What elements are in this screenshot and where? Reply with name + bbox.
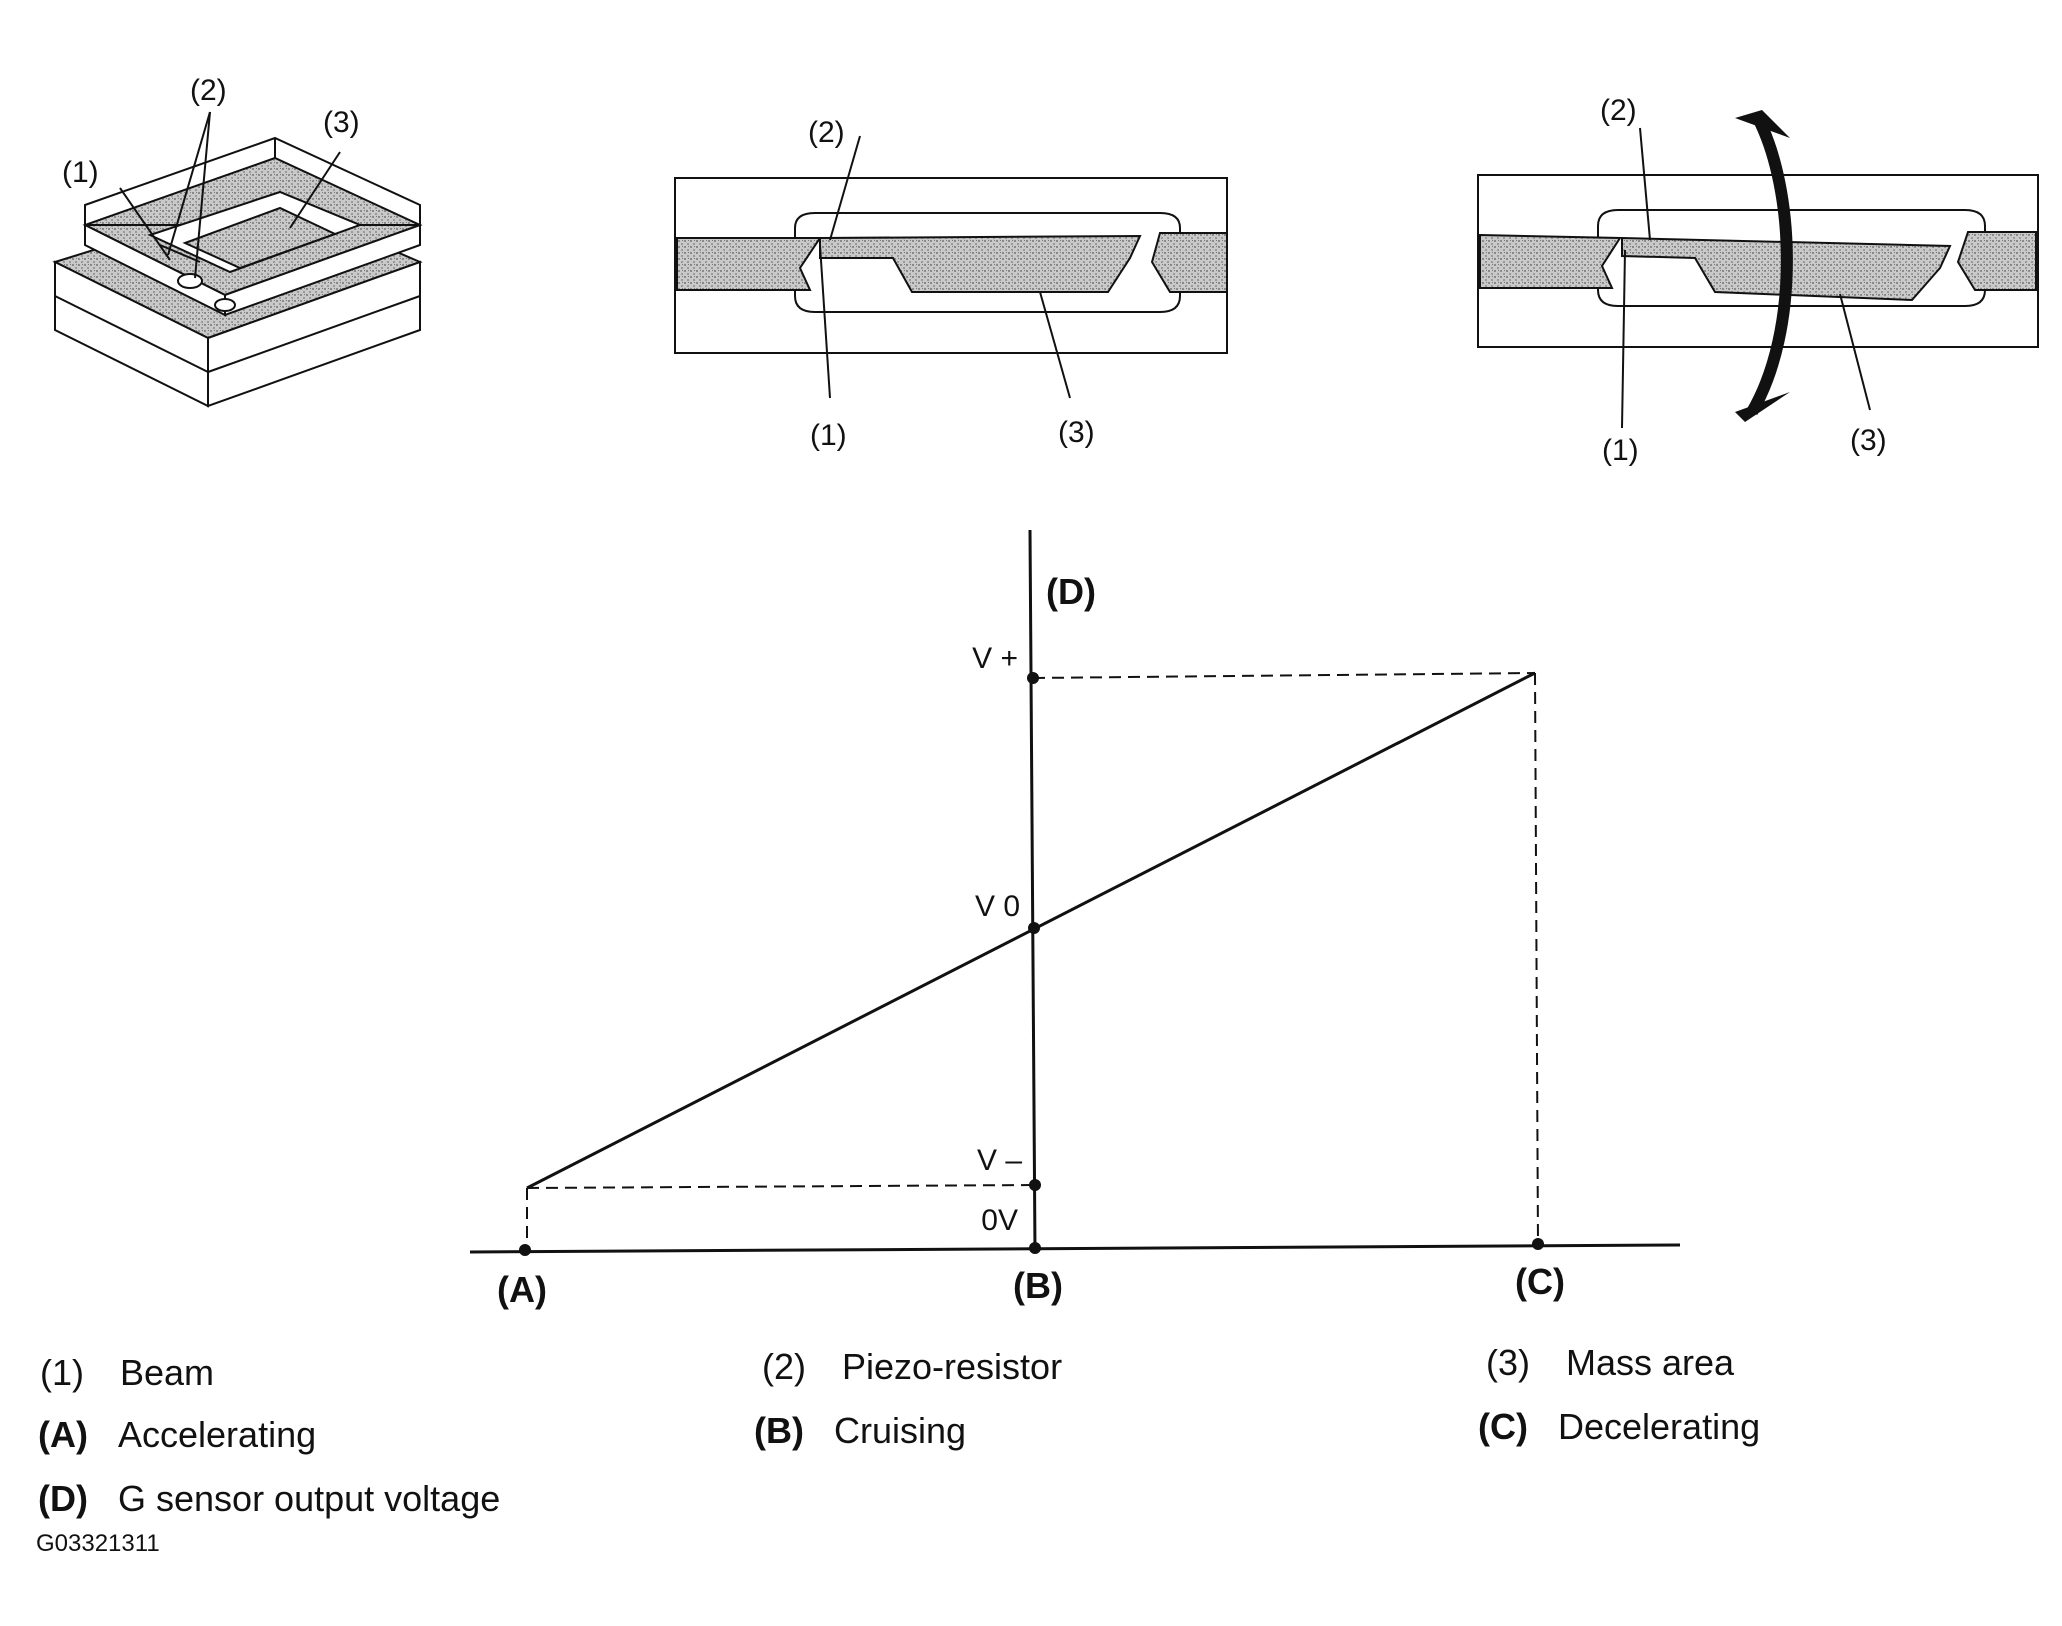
legend-key: (C)	[1478, 1406, 1528, 1447]
legend-text: Accelerating	[118, 1414, 317, 1455]
chip-callout-3: (3)	[323, 106, 360, 139]
point-c	[1532, 1238, 1544, 1250]
section-deflected-substrate-left	[1479, 233, 1622, 289]
output-voltage-graph	[469, 529, 1681, 1254]
chip-callout-1: (1)	[62, 156, 99, 189]
point-vminus	[1029, 1179, 1041, 1191]
legend-text: Piezo-resistor	[842, 1346, 1063, 1387]
graph-y-axis-label: (D)	[1046, 571, 1096, 612]
point-label-b: (B)	[1013, 1265, 1063, 1306]
graph-dash-c	[1534, 672, 1539, 1246]
section-rest-callout-2: (2)	[808, 116, 845, 149]
graph-y-axis	[1028, 529, 1037, 1253]
section-deflected-callout-1: (1)	[1602, 434, 1639, 467]
tick-vplus: V +	[972, 642, 1018, 675]
legend-text: Decelerating	[1558, 1406, 1761, 1447]
legend-item-beam: (1) Beam	[40, 1352, 214, 1394]
legend-item-accelerating: (A) Accelerating	[38, 1414, 316, 1456]
legend-item-piezo-resistor: (2) Piezo-resistor	[762, 1346, 1062, 1388]
section-deflected-callout-3: (3)	[1850, 424, 1887, 457]
legend-item-decelerating: (C) Decelerating	[1478, 1406, 1760, 1448]
point-label-c: (C)	[1515, 1261, 1565, 1302]
legend-key: (3)	[1486, 1342, 1530, 1383]
graph-x-axis	[469, 1243, 1681, 1254]
legend-key: (D)	[38, 1478, 88, 1519]
legend-item-g-sensor-output-voltage: (D) G sensor output voltage	[38, 1478, 500, 1520]
section-deflected-callout-2: (2)	[1600, 94, 1637, 127]
cross-section-rest	[674, 135, 1228, 399]
legend-key: (A)	[38, 1414, 88, 1455]
section-rest-substrate-right	[1150, 232, 1228, 293]
sensor-chip-isometric	[52, 111, 423, 408]
point-a	[519, 1244, 531, 1256]
section-rest-callout-3: (3)	[1058, 416, 1095, 449]
tick-v0: V 0	[975, 890, 1020, 923]
legend-key: (B)	[754, 1410, 804, 1451]
legend-text: Mass area	[1566, 1342, 1735, 1383]
section-deflected-housing	[1477, 174, 2039, 348]
chip-beam	[159, 244, 201, 263]
deflection-arrow-icon	[1746, 115, 1793, 416]
legend-item-mass-area: (3) Mass area	[1486, 1342, 1734, 1384]
section-deflected-substrate-right	[1956, 231, 2037, 291]
point-b	[1029, 1242, 1041, 1254]
tick-vminus: V –	[977, 1144, 1022, 1177]
cross-section-deflected	[1477, 127, 2039, 429]
tick-zero: 0V	[981, 1204, 1018, 1237]
point-v0	[1028, 922, 1040, 934]
legend-key: (1)	[40, 1352, 84, 1393]
chip-callout-2: (2)	[190, 74, 227, 107]
legend-text: G sensor output voltage	[118, 1478, 501, 1519]
legend-key: (2)	[762, 1346, 806, 1387]
legend-item-cruising: (B) Cruising	[754, 1410, 966, 1452]
section-rest-substrate-left	[676, 237, 822, 291]
section-rest-beam	[819, 244, 831, 399]
graph-dash-vplus	[1032, 672, 1536, 679]
chip-glass-lid	[84, 136, 421, 226]
legend-text: Cruising	[834, 1410, 967, 1451]
section-rest-callout-1: (1)	[810, 419, 847, 452]
point-vplus	[1027, 672, 1039, 684]
point-label-a: (A)	[497, 1269, 547, 1310]
graph-dash-vminus	[526, 1184, 1036, 1189]
graph-points	[519, 672, 1544, 1256]
section-rest-mass	[819, 234, 1142, 293]
figure-code: G03321311	[36, 1530, 160, 1557]
chip-mass	[182, 206, 338, 270]
legend-text: Beam	[120, 1352, 215, 1393]
